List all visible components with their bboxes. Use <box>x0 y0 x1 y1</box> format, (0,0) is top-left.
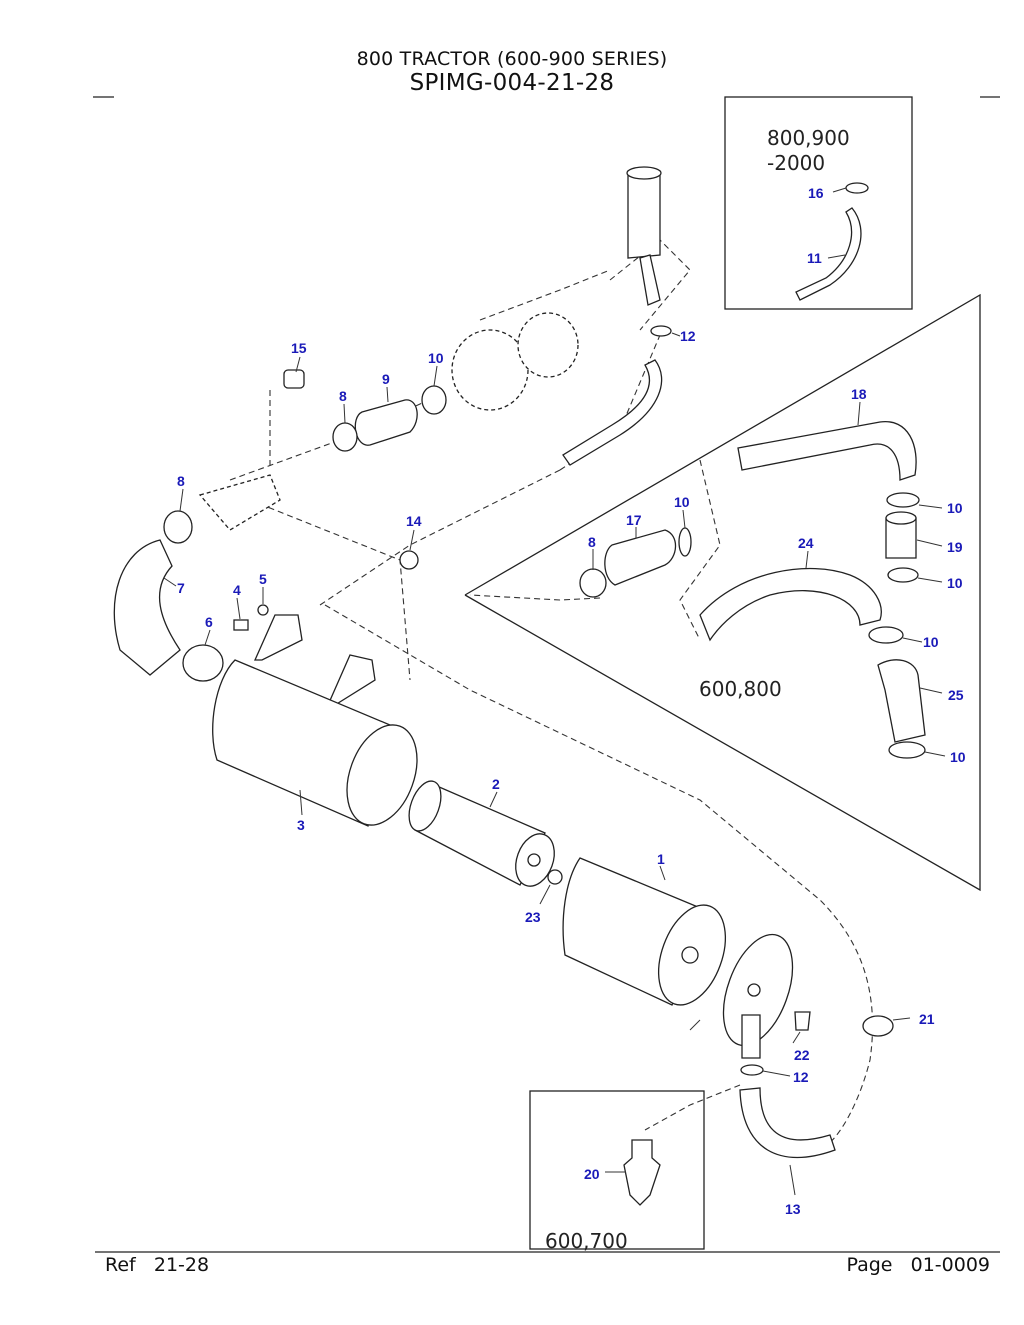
hose-13 <box>739 1087 836 1159</box>
o-ring-14 <box>399 550 419 570</box>
hose-clamp-10-a <box>886 492 920 508</box>
hose-clamp-10-d <box>868 626 904 644</box>
callout-1: 1 <box>657 851 665 867</box>
hose-24 <box>699 567 882 642</box>
callout-20: 20 <box>584 1166 600 1182</box>
callout-14: 14 <box>406 513 422 529</box>
callout-3: 3 <box>297 817 305 833</box>
footer-ref-value: 21-28 <box>153 1254 210 1276</box>
hose-clamp-10-c <box>678 527 692 557</box>
air-cleaner-housing-opening <box>346 724 418 826</box>
hose-11 <box>795 207 862 301</box>
turbocharger-body <box>517 312 579 378</box>
reference-code: SPIMG-004-21-28 <box>409 70 615 96</box>
evacuator-valve-20 <box>623 1139 661 1206</box>
callout-8-upper: 8 <box>339 388 347 404</box>
elbow-fitting <box>198 474 281 531</box>
hose-18 <box>737 421 917 481</box>
inset-label-right-panel: 600,800 <box>699 677 782 701</box>
hose-clamp-12-lower <box>740 1064 764 1076</box>
end-cap-hub <box>747 983 761 997</box>
hose-clamp-8-panel <box>579 568 607 598</box>
clamp-21 <box>862 1015 894 1037</box>
callout-10-b: 10 <box>947 575 963 591</box>
washer-5 <box>257 604 269 616</box>
tube-19-top <box>885 511 917 525</box>
hose-clamp-6 <box>182 644 224 682</box>
hose-clamp-10-e <box>888 741 926 759</box>
hose-clamp-8-upper <box>332 422 358 452</box>
callout-23: 23 <box>525 909 541 925</box>
hose-clamp-8-left <box>163 510 193 544</box>
callout-13: 13 <box>785 1201 801 1217</box>
hose-clamp-16 <box>845 182 869 194</box>
callout-18: 18 <box>851 386 867 402</box>
hose-17 <box>604 529 677 586</box>
filter-element-hole <box>527 853 541 867</box>
callout-25: 25 <box>948 687 964 703</box>
callout-4: 4 <box>233 582 241 598</box>
callout-10-d: 10 <box>923 634 939 650</box>
inset-panel-right <box>464 293 981 892</box>
inset-label-top-right-line1: 800,900 <box>767 126 850 150</box>
footer-ref-label: Ref <box>105 1254 136 1276</box>
hose-clamp-12-top <box>650 325 672 337</box>
hose-9 <box>354 399 418 446</box>
callout-12-lower: 12 <box>793 1069 809 1085</box>
footer-page: Page 01-0009 <box>846 1254 990 1276</box>
inset-box-bottom <box>529 1090 705 1250</box>
callout-24: 24 <box>798 535 814 551</box>
wing-nut-23 <box>547 869 563 885</box>
callout-10-e: 10 <box>950 749 966 765</box>
callout-10-turbo: 10 <box>428 350 444 366</box>
callout-6: 6 <box>205 614 213 630</box>
elbow-25 <box>877 659 926 743</box>
callout-7: 7 <box>177 580 185 596</box>
air-cleaner-housing-3 <box>212 659 391 827</box>
hose-clamp-10-turbo <box>421 385 447 415</box>
callout-5: 5 <box>259 571 267 587</box>
page-title: 800 TRACTOR (600-900 SERIES) <box>356 48 668 70</box>
clip-22 <box>794 1011 811 1031</box>
callout-9: 9 <box>382 371 390 387</box>
callout-15: 15 <box>291 340 307 356</box>
callout-16: 16 <box>808 185 824 201</box>
callout-10-panel: 10 <box>674 494 690 510</box>
mounting-bracket-left <box>253 614 303 661</box>
footer-page-label: Page <box>846 1254 893 1276</box>
footer-ref: Ref 21-28 <box>105 1254 209 1276</box>
callout-19: 19 <box>947 539 963 555</box>
inset-box-top-right <box>724 96 913 310</box>
intake-pipe <box>627 171 661 259</box>
elbow-hose-7 <box>113 539 181 676</box>
leader-lines <box>163 187 946 1196</box>
inset-label-bottom: 600,700 <box>545 1229 628 1253</box>
callout-2: 2 <box>492 776 500 792</box>
callout-10-a: 10 <box>947 500 963 516</box>
callout-22: 22 <box>794 1047 810 1063</box>
intake-pipe-nozzle <box>639 254 661 306</box>
footer-page-value: 01-0009 <box>910 1254 990 1276</box>
inset-label-top-right-line2: -2000 <box>767 151 825 175</box>
intake-pipe-top <box>626 166 662 180</box>
air-cleaner-cover-center <box>681 946 699 964</box>
turbocharger <box>451 329 529 411</box>
mounting-bracket-right <box>327 654 376 706</box>
callout-21: 21 <box>919 1011 935 1027</box>
filter-element-end <box>408 780 442 832</box>
dust-valve-outlet <box>741 1014 761 1059</box>
callout-8-panel: 8 <box>588 534 596 550</box>
callout-11: 11 <box>807 250 822 266</box>
callout-17: 17 <box>626 512 642 528</box>
breather-hose <box>562 359 663 466</box>
bolt-4 <box>233 619 249 631</box>
fitting-15 <box>283 369 305 389</box>
hose-clamp-10-b <box>887 567 919 583</box>
callout-12-top: 12 <box>680 328 696 344</box>
callout-8-left: 8 <box>177 473 185 489</box>
